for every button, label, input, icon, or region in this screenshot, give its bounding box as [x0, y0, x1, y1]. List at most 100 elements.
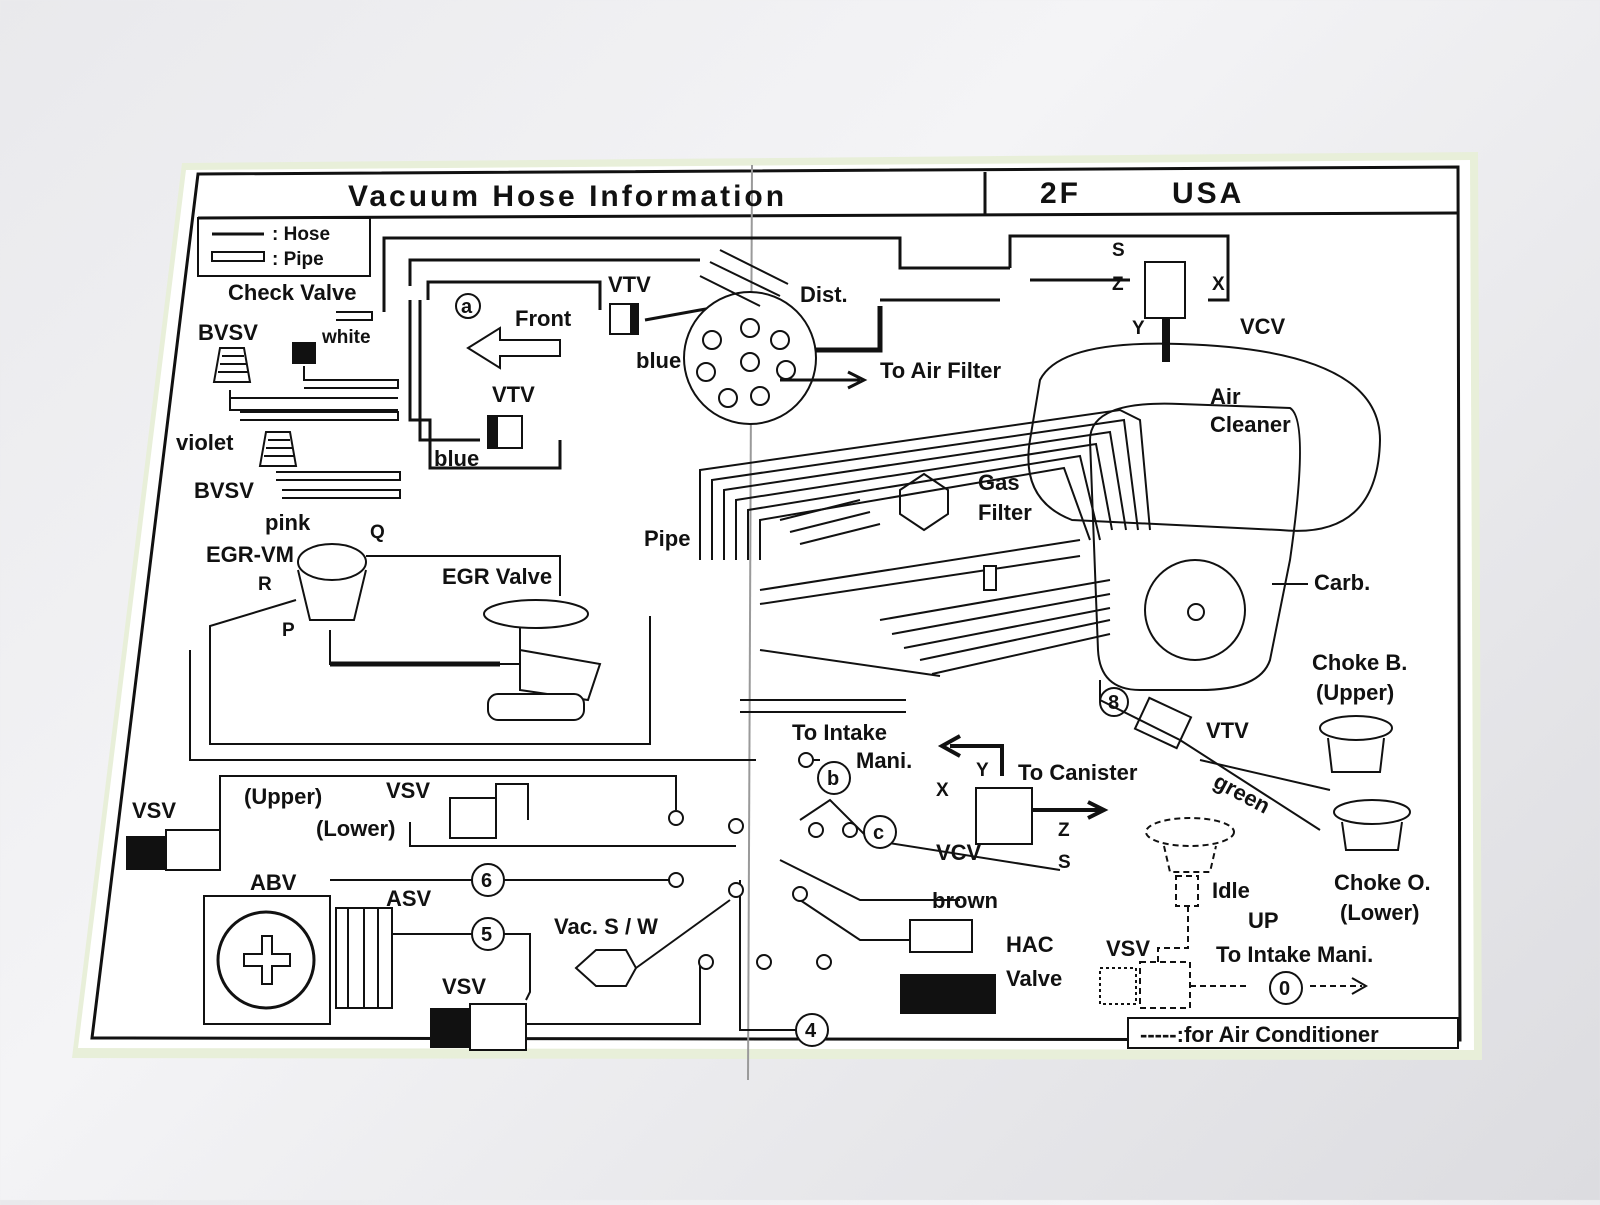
vsv-ac-coil: [1099, 967, 1137, 1005]
asv-ribs: [347, 908, 379, 1008]
choke-breaker-upper-body: [1327, 737, 1385, 773]
bvsv-upper-icon: [212, 347, 252, 383]
top-hoses: [382, 234, 1230, 470]
port-a-label: a: [461, 296, 473, 318]
front-label: Front: [515, 306, 572, 331]
to-air-filter-arrow: [780, 370, 868, 390]
card: [78, 160, 1474, 1050]
port-b-label: b: [827, 768, 839, 790]
pink-label: pink: [265, 510, 311, 535]
port-0-marker: [1269, 971, 1303, 1005]
egr-valve-body: [519, 628, 602, 702]
distributor-vacuum-unit: [699, 249, 789, 307]
egr-valve-diaphragm: [483, 599, 589, 629]
egr-port-q: Q: [370, 522, 385, 543]
vcv-port-z-top: Z: [1112, 274, 1124, 295]
vsv-left-body: [165, 829, 221, 871]
dist-label: Dist.: [800, 282, 848, 307]
vcv-port-x-bottom: X: [936, 780, 949, 801]
violet-label: violet: [176, 430, 234, 455]
pipe-symbol: [211, 251, 265, 262]
model-code: 2F: [1040, 177, 1081, 210]
vcv-bottom-arrow: [1032, 800, 1109, 820]
asv-label: ASV: [386, 886, 432, 911]
front-arrow-icon: [466, 326, 561, 370]
choke-o-label-1: Choke O.: [1334, 870, 1431, 895]
legend-pipe: : Pipe: [272, 249, 324, 270]
lower-label: (Lower): [316, 816, 395, 841]
choke-opener-lower-body: [1341, 821, 1403, 851]
choke-hoses: [1099, 680, 1331, 831]
header-divider: [197, 211, 1459, 220]
bvsv-lower-label: BVSV: [194, 478, 254, 503]
vtv-mid-label: VTV: [492, 382, 535, 407]
to-canister-label: To Canister: [1018, 760, 1138, 785]
choke-opener-lower: [1333, 799, 1411, 825]
brown-label: brown: [932, 888, 998, 913]
bvsv-lower-icon: [258, 431, 298, 467]
to-intake-mani-ac-label: To Intake Mani.: [1216, 942, 1373, 967]
bvsv-pipes: [229, 311, 401, 499]
vtv-right-label: VTV: [1206, 718, 1249, 743]
carb-outline: [1088, 402, 1301, 691]
vcv-port-x-top: X: [1212, 274, 1225, 295]
vcv-port-s-bottom: S: [1058, 852, 1071, 873]
bvsv-upper-ribs: [218, 355, 248, 373]
carb-label: Carb.: [1314, 570, 1370, 595]
egr-port-p: P: [282, 620, 295, 641]
upper-label: (Upper): [244, 784, 322, 809]
vsv-mid-label: VSV: [386, 778, 430, 803]
port-a-marker: [455, 293, 481, 319]
vsv-bottom-body: [469, 1003, 527, 1051]
abv-cross: [243, 935, 291, 985]
port-8-label: 8: [1108, 692, 1119, 714]
port-8-marker: [1099, 687, 1129, 717]
up-label: UP: [1248, 908, 1279, 933]
vcv-bottom-label: VCV: [936, 840, 982, 865]
vsv-mid-port: [495, 783, 529, 820]
choke-b-label-1: Choke B.: [1312, 650, 1407, 675]
choke-breaker-upper: [1319, 715, 1393, 741]
egr-vm-label: EGR-VM: [206, 542, 294, 567]
carb-body: [1144, 559, 1246, 661]
port-c-label: c: [873, 822, 884, 844]
vcv-port-z-bottom: Z: [1058, 820, 1070, 841]
vsv-mid-body: [449, 797, 497, 839]
vac-sw-label: Vac. S / W: [554, 914, 658, 939]
vcv-top-body: [1144, 261, 1186, 319]
carb-throttle: [1187, 603, 1205, 621]
hac-label-1: HAC: [1006, 932, 1054, 957]
gas-filter-label-2: Filter: [978, 500, 1032, 525]
vcv-port-y-top: Y: [1132, 318, 1145, 339]
port-6-label: 6: [481, 870, 492, 892]
egr-port-r: R: [258, 574, 272, 595]
choke-b-label-2: (Upper): [1316, 680, 1394, 705]
page-title: Vacuum Hose Information: [348, 180, 787, 213]
vsv-left-label: VSV: [132, 798, 176, 823]
ac-legend-box: [1127, 1017, 1459, 1049]
port-c-marker: [863, 815, 897, 849]
legend-box: [197, 217, 371, 277]
pipe-label: Pipe: [644, 526, 690, 551]
egr-valve-label: EGR Valve: [442, 564, 552, 589]
blue-mid-label: blue: [434, 446, 479, 471]
vsv-left-coil: [126, 836, 166, 870]
egr-vm-body: [297, 543, 367, 581]
abv-label: ABV: [250, 870, 297, 895]
hac-label-2: Valve: [1006, 966, 1062, 991]
vtv-top-label: VTV: [608, 272, 651, 297]
port-4-marker: [795, 1013, 829, 1047]
pipe-bundle: [699, 408, 1151, 677]
ac-legend-text: -----:for Air Conditioner: [1140, 1022, 1379, 1047]
vtv-right-body: [1133, 696, 1193, 750]
port-0-label: 0: [1279, 978, 1290, 1000]
bvsv-upper-label: BVSV: [198, 320, 258, 345]
gas-filter-icon: [899, 472, 949, 532]
choke-o-label-2: (Lower): [1340, 900, 1419, 925]
check-valve-body: [292, 342, 316, 364]
vcv-port-s-top: S: [1112, 240, 1125, 261]
vsv-ac-label: VSV: [1106, 936, 1150, 961]
inline-filter: [983, 565, 997, 591]
lower-hoses: [219, 699, 1061, 1031]
